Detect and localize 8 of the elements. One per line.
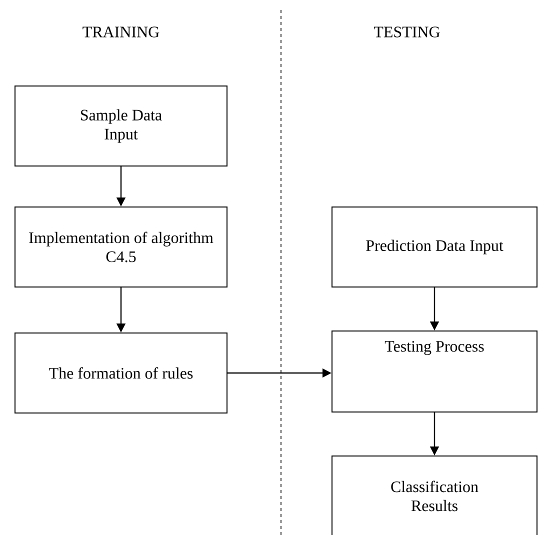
process-box: Classification Results bbox=[332, 455, 538, 535]
process-box: The formation of rules bbox=[14, 332, 228, 414]
process-box: Prediction Data Input bbox=[332, 206, 538, 288]
section-heading: TESTING bbox=[374, 26, 440, 38]
process-box: Implementation of algorithm C4.5 bbox=[14, 206, 228, 288]
process-box: Testing Process bbox=[332, 330, 538, 412]
process-box: Sample Data Input bbox=[14, 86, 228, 166]
section-heading: TRAINING bbox=[82, 26, 160, 38]
